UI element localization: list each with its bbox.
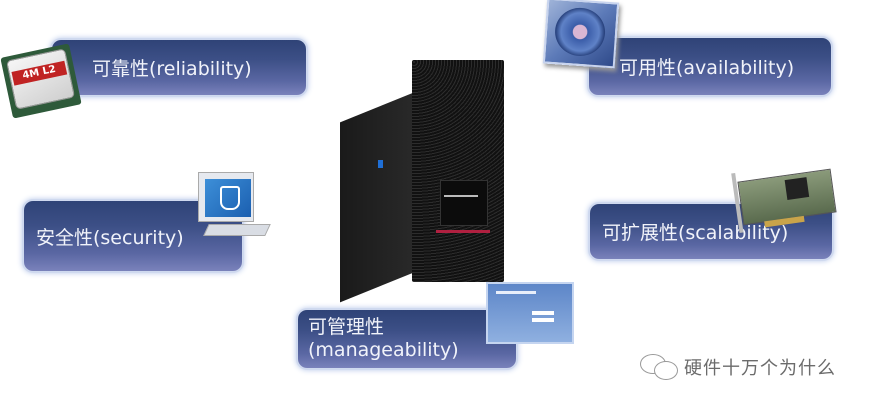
manageability-label-en: (manageability) xyxy=(308,339,459,361)
shield-icon xyxy=(220,186,240,210)
management-console-icon xyxy=(486,282,574,344)
availability-label: 可用性(availability) xyxy=(619,57,795,79)
availability-label-box: 可用性(availability) xyxy=(589,38,831,95)
shield-monitor-icon xyxy=(196,170,271,240)
cooling-fan-icon xyxy=(542,0,620,69)
watermark: 硬件十万个为什么 xyxy=(640,354,836,380)
manageability-label-cn: 可管理性 xyxy=(308,316,385,338)
security-label: 安全性(security) xyxy=(36,226,184,249)
cpu-chip-icon: 4M L2 xyxy=(0,43,82,119)
tower-server-image xyxy=(340,60,504,303)
reliability-label-box: 可靠性(reliability) xyxy=(52,40,306,95)
server-status-led xyxy=(378,160,383,168)
wechat-icon xyxy=(640,354,678,380)
watermark-text: 硬件十万个为什么 xyxy=(684,358,836,379)
manageability-label-box: 可管理性 (manageability) xyxy=(298,310,516,368)
server-front-panel xyxy=(440,180,488,226)
reliability-label: 可靠性(reliability) xyxy=(92,58,252,80)
